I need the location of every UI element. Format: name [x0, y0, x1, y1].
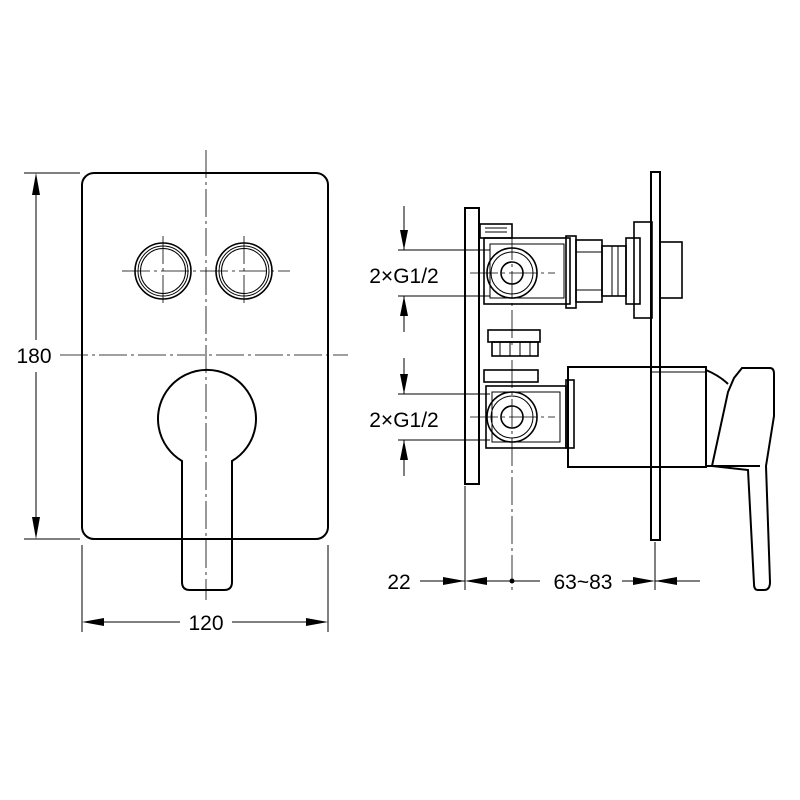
- cover-plate: [81, 172, 329, 540]
- escutcheon-profile: [567, 366, 775, 591]
- upper-valve-body: [470, 221, 683, 357]
- wall-cover-plate: [650, 171, 661, 541]
- lower-connection-label: 2×G1/2: [369, 409, 438, 432]
- mounting-plate: [464, 207, 480, 485]
- upper-connection-dimension: 2×G1/2: [369, 206, 490, 332]
- right-button: [215, 236, 273, 306]
- front-view: 180 120: [16, 150, 348, 635]
- lower-valve-body: [470, 360, 575, 590]
- lever-profile: [710, 367, 775, 591]
- upper-connection-label: 2×G1/2: [369, 265, 438, 288]
- lever-handle: [157, 368, 257, 591]
- height-dimension: 180: [16, 172, 80, 540]
- width-dimension: 120: [81, 545, 329, 635]
- width-label: 120: [188, 612, 223, 635]
- depth-dimensions: 22 63~83: [387, 486, 700, 594]
- wall-plate-depth-label: 22: [387, 571, 410, 594]
- left-button: [134, 236, 192, 306]
- lower-connection-dimension: 2×G1/2: [369, 358, 490, 476]
- height-label: 180: [16, 345, 51, 368]
- side-view: 2×G1/2 2×G1/2 22 63~83: [369, 171, 775, 594]
- installation-depth-label: 63~83: [554, 571, 613, 594]
